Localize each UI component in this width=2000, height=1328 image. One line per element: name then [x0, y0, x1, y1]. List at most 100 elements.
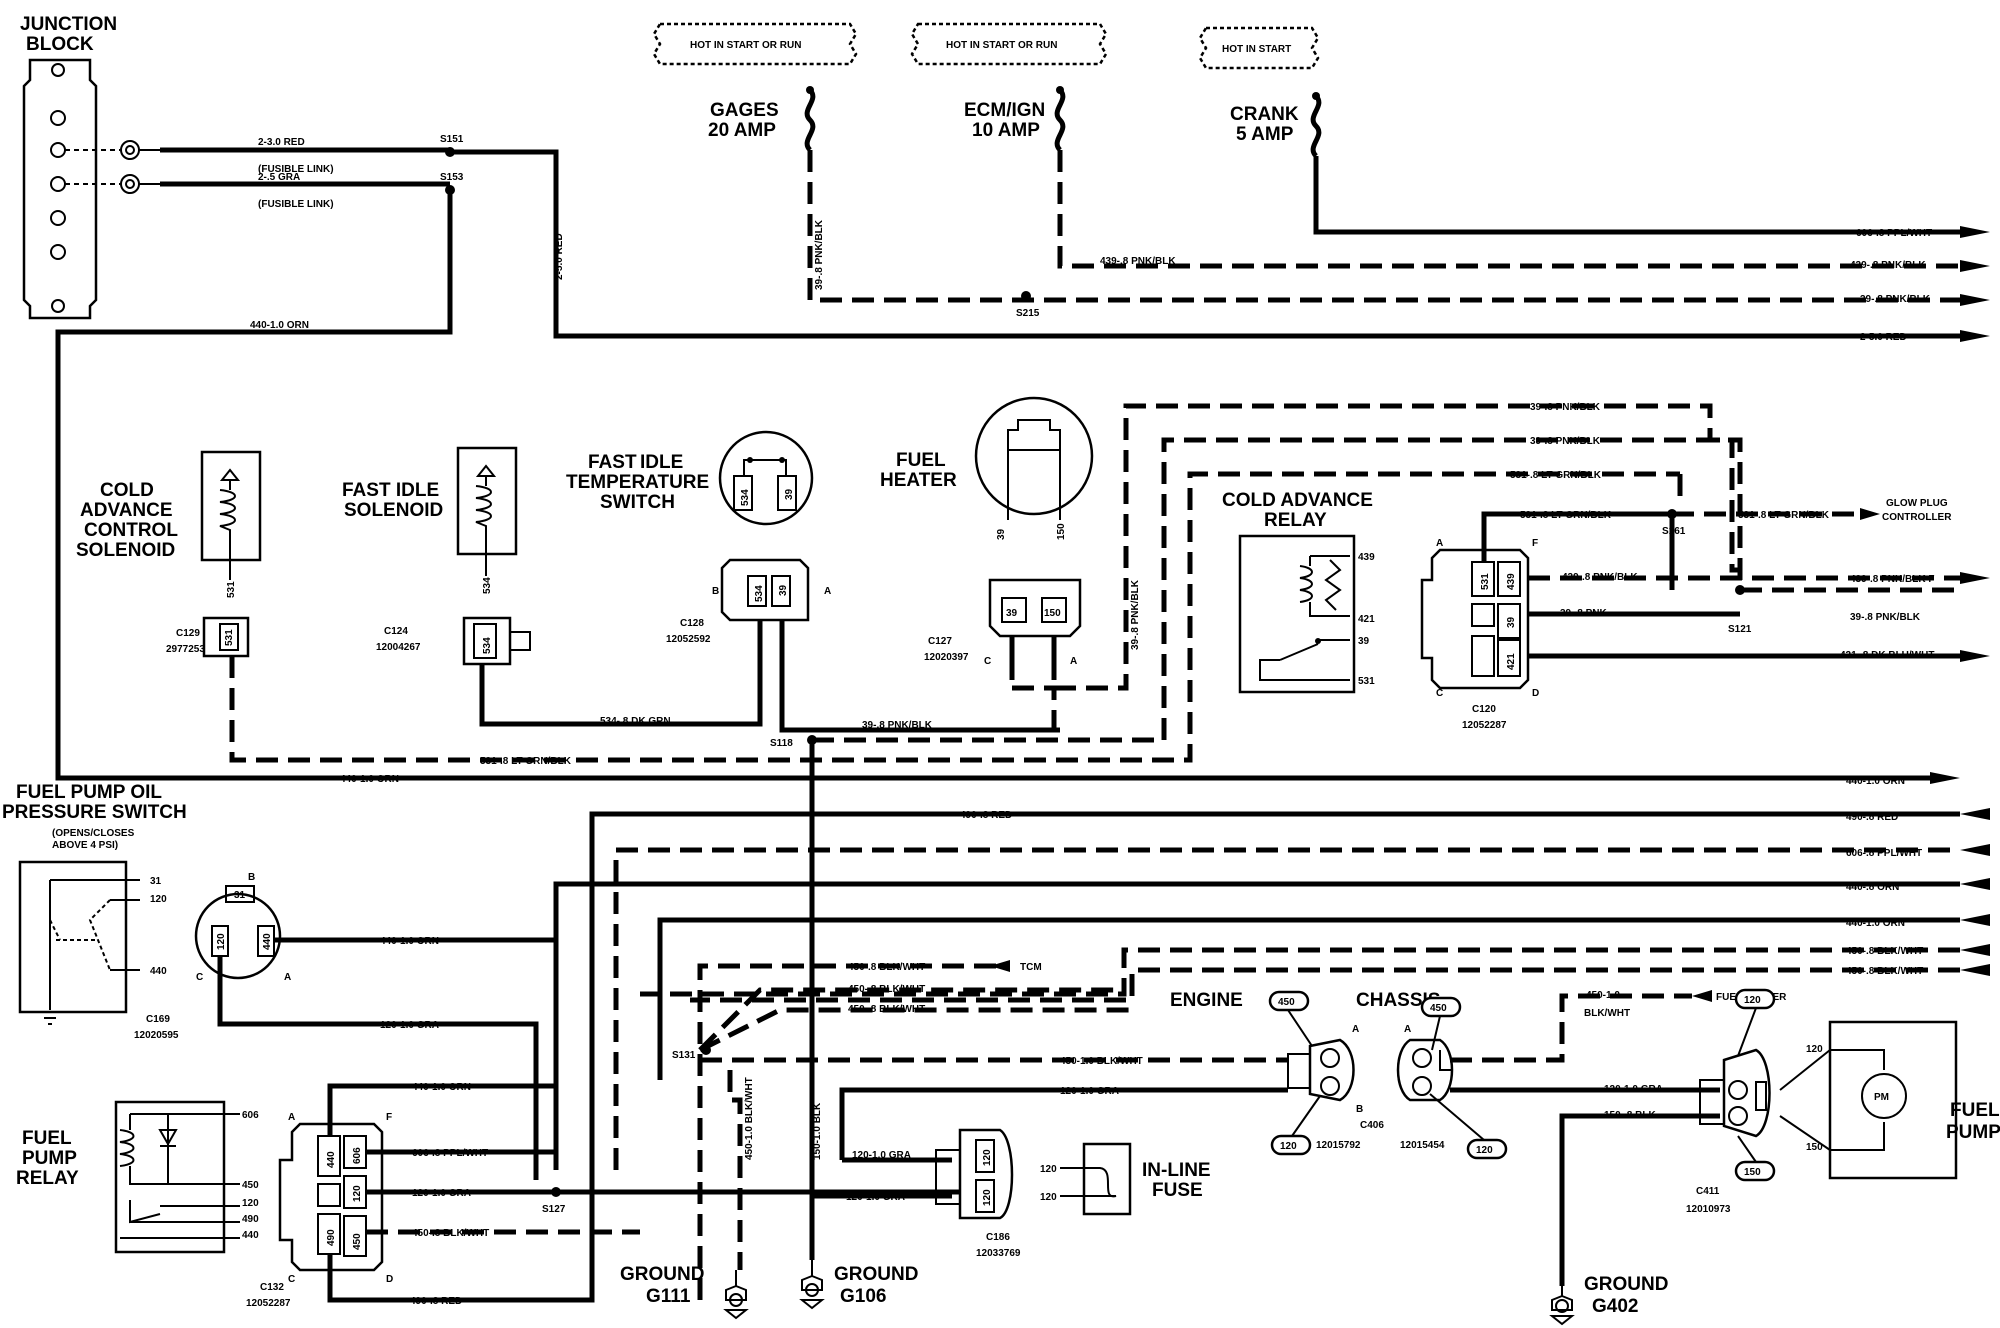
svg-text:B: B [1356, 1104, 1363, 1115]
svg-text:120: 120 [1476, 1145, 1493, 1156]
svg-text:606-.8 PPL/WHT: 606-.8 PPL/WHT [1856, 228, 1932, 239]
svg-text:CONTROL: CONTROL [84, 520, 178, 541]
svg-text:ECM/IGN: ECM/IGN [964, 100, 1045, 121]
svg-text:A: A [1070, 656, 1077, 667]
svg-text:CONTROLLER: CONTROLLER [1882, 512, 1952, 523]
svg-text:150: 150 [1056, 523, 1067, 540]
svg-text:12033769: 12033769 [976, 1248, 1021, 1259]
svg-text:531-.8 LT GRN/BLK: 531-.8 LT GRN/BLK [1738, 510, 1830, 521]
svg-text:HEATER: HEATER [880, 470, 957, 491]
svg-text:39-.8 PNK/BLK: 39-.8 PNK/BLK [814, 219, 825, 290]
svg-text:150-.8 BLK: 150-.8 BLK [1604, 1110, 1656, 1121]
svg-text:G111: G111 [646, 1286, 691, 1307]
svg-text:39: 39 [996, 528, 1007, 540]
svg-text:120: 120 [982, 1149, 993, 1166]
svg-text:439-.8 PNK/BLK: 439-.8 PNK/BLK [1850, 260, 1926, 271]
svg-text:150: 150 [1806, 1142, 1823, 1153]
svg-text:RELAY: RELAY [1264, 510, 1327, 531]
fast-idle-temperature-switch: FAST IDLE TEMPERATURE SWITCH 534 39 534 … [566, 430, 831, 645]
svg-text:440-1.0 ORN: 440-1.0 ORN [1846, 918, 1905, 929]
svg-text:10 AMP: 10 AMP [972, 120, 1040, 141]
svg-text:450: 450 [352, 1233, 363, 1250]
svg-text:GLOW PLUG: GLOW PLUG [1886, 498, 1948, 509]
svg-text:A: A [824, 586, 831, 597]
svg-text:439-.8 PNK/BLK: 439-.8 PNK/BLK [1562, 572, 1638, 583]
svg-text:S215: S215 [1016, 308, 1040, 319]
svg-text:FUEL: FUEL [1950, 1100, 2000, 1121]
svg-text:PUMP: PUMP [1946, 1122, 2000, 1143]
svg-text:120-1.0 GRA: 120-1.0 GRA [846, 1192, 905, 1203]
svg-text:450: 450 [1278, 997, 1295, 1008]
svg-text:531: 531 [1480, 573, 1491, 590]
svg-text:450-.8 BLK/WHT: 450-.8 BLK/WHT [1846, 966, 1923, 977]
svg-text:B: B [712, 586, 719, 597]
svg-text:440-1.0 ORN: 440-1.0 ORN [380, 936, 439, 947]
svg-text:120-1.0 GRA: 120-1.0 GRA [412, 1188, 471, 1199]
svg-text:531-.8 LT GRN/BLK: 531-.8 LT GRN/BLK [480, 756, 572, 767]
svg-text:120: 120 [1040, 1164, 1057, 1175]
svg-text:531: 531 [226, 581, 237, 598]
svg-text:C411: C411 [1696, 1186, 1720, 1197]
svg-text:440-1.0 ORN: 440-1.0 ORN [340, 774, 399, 785]
in-line-fuse: 120 120 IN-LINE FUSE [1040, 1142, 1211, 1216]
svg-text:TCM: TCM [1020, 962, 1042, 973]
svg-text:606-.8 PPL/WHT: 606-.8 PPL/WHT [1846, 848, 1922, 859]
svg-text:534: 534 [482, 577, 493, 594]
svg-text:120: 120 [1806, 1044, 1823, 1055]
svg-text:C132: C132 [260, 1282, 284, 1293]
svg-text:B: B [248, 872, 255, 883]
svg-text:GAGES: GAGES [710, 100, 779, 121]
svg-text:2-3.0 RED: 2-3.0 RED [258, 137, 305, 148]
svg-text:120: 120 [1280, 1141, 1297, 1152]
cold-advance-solenoid: COLD ADVANCE CONTROL SOLENOID 531 531 C1… [76, 450, 262, 658]
svg-text:531-.8 LT GRN/BLK: 531-.8 LT GRN/BLK [1510, 470, 1602, 481]
svg-text:FUSE: FUSE [1152, 1180, 1203, 1201]
svg-text:G106: G106 [840, 1286, 886, 1307]
svg-text:120: 120 [216, 933, 227, 950]
svg-text:440-1.0 ORN: 440-1.0 ORN [250, 320, 309, 331]
svg-text:120: 120 [1040, 1192, 1057, 1203]
svg-text:CHASSIS: CHASSIS [1356, 990, 1440, 1011]
svg-text:C406: C406 [1360, 1120, 1384, 1131]
svg-text:31: 31 [150, 876, 162, 887]
svg-text:39-.8 PNK/BLK: 39-.8 PNK/BLK [1530, 402, 1601, 413]
svg-text:39-.8 PNK/BLK: 39-.8 PNK/BLK [1860, 294, 1931, 305]
svg-text:39-.8 PNK/BLK: 39-.8 PNK/BLK [1530, 436, 1601, 447]
connector-c169: 31 120 440 B C A C169 12020595 [134, 872, 291, 1041]
svg-text:534: 534 [754, 585, 765, 602]
svg-text:450-.8 BLK/WHT: 450-.8 BLK/WHT [1846, 946, 1923, 957]
svg-text:12020397: 12020397 [924, 652, 969, 663]
svg-text:C127: C127 [928, 636, 952, 647]
svg-text:JUNCTION: JUNCTION [20, 14, 117, 35]
fuel-pump-relay: FUEL PUMP RELAY 606 450 120 490 440 [16, 1100, 259, 1254]
svg-text:534-.8 DK GRN: 534-.8 DK GRN [600, 716, 671, 727]
svg-text:439-.8 PNK/BLK F: 439-.8 PNK/BLK F [1850, 574, 1934, 585]
svg-text:TEMPERATURE: TEMPERATURE [566, 472, 709, 493]
svg-text:A: A [1404, 1024, 1411, 1035]
cold-advance-relay: COLD ADVANCE RELAY 439 421 39 531 [1222, 490, 1375, 694]
svg-text:534: 534 [482, 637, 493, 654]
svg-text:CRANK: CRANK [1230, 104, 1299, 125]
svg-text:12010973: 12010973 [1686, 1204, 1731, 1215]
ground-g106: GROUND G106 [799, 1260, 918, 1310]
svg-text:SOLENOID: SOLENOID [344, 500, 443, 521]
svg-text:450-.8 BLK/WHT: 450-.8 BLK/WHT [848, 962, 925, 973]
svg-text:150: 150 [1744, 1167, 1761, 1178]
svg-text:S121: S121 [1728, 624, 1752, 635]
svg-text:120-1.0 GRA: 120-1.0 GRA [1060, 1086, 1119, 1097]
svg-text:39: 39 [784, 488, 795, 500]
svg-text:ENGINE: ENGINE [1170, 990, 1243, 1011]
ground-g402: GROUND G402 [1549, 1274, 1668, 1326]
connector-c132: 440 606 120 490 450 A F C D C132 1205228… [246, 1112, 393, 1309]
svg-text:COLD: COLD [100, 480, 154, 501]
svg-text:531: 531 [224, 629, 235, 646]
svg-text:450-1.0: 450-1.0 [1586, 990, 1620, 1001]
svg-text:FUEL: FUEL [896, 450, 946, 471]
svg-text:GROUND: GROUND [834, 1264, 918, 1285]
fuse-gages: HOT IN START OR RUN GAGES 20 AMP [652, 22, 858, 152]
svg-text:C128: C128 [680, 618, 704, 629]
fuel-pump: PM 120 150 FUEL PUMP [1779, 1020, 2000, 1180]
svg-text:PRESSURE SWITCH: PRESSURE SWITCH [2, 802, 187, 823]
svg-text:39-.8 PNK: 39-.8 PNK [1560, 608, 1607, 619]
